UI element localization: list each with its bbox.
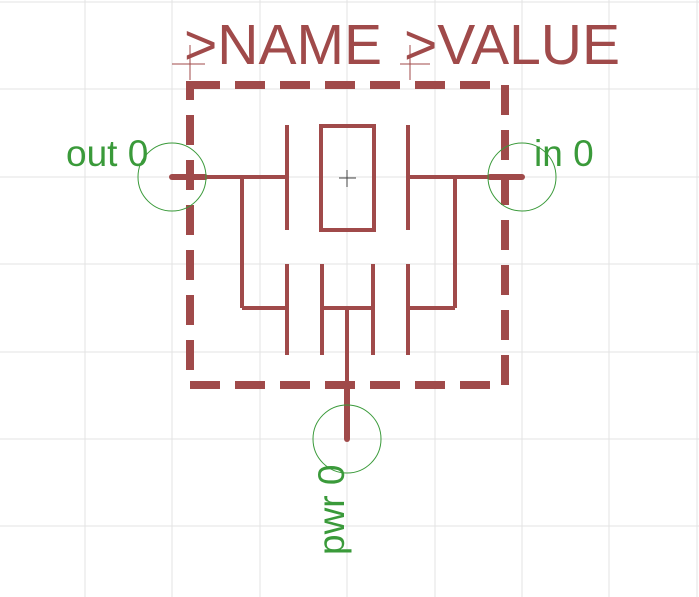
pin-in-connector[interactable] xyxy=(487,142,557,212)
pin-wires xyxy=(169,174,525,442)
pin-out-connector[interactable] xyxy=(137,142,207,212)
pin-in-label: in 0 xyxy=(534,133,594,174)
origin-cross-icon xyxy=(339,170,356,187)
value-label: >VALUE xyxy=(404,13,620,77)
pin-pwr-label: pwr 0 xyxy=(311,465,352,555)
name-label: >NAME xyxy=(184,13,382,77)
text-origin-marks xyxy=(172,45,430,80)
pin-pwr-connector[interactable] xyxy=(312,404,382,474)
pin-out-label: out 0 xyxy=(66,133,148,174)
symbol-body xyxy=(172,124,522,385)
